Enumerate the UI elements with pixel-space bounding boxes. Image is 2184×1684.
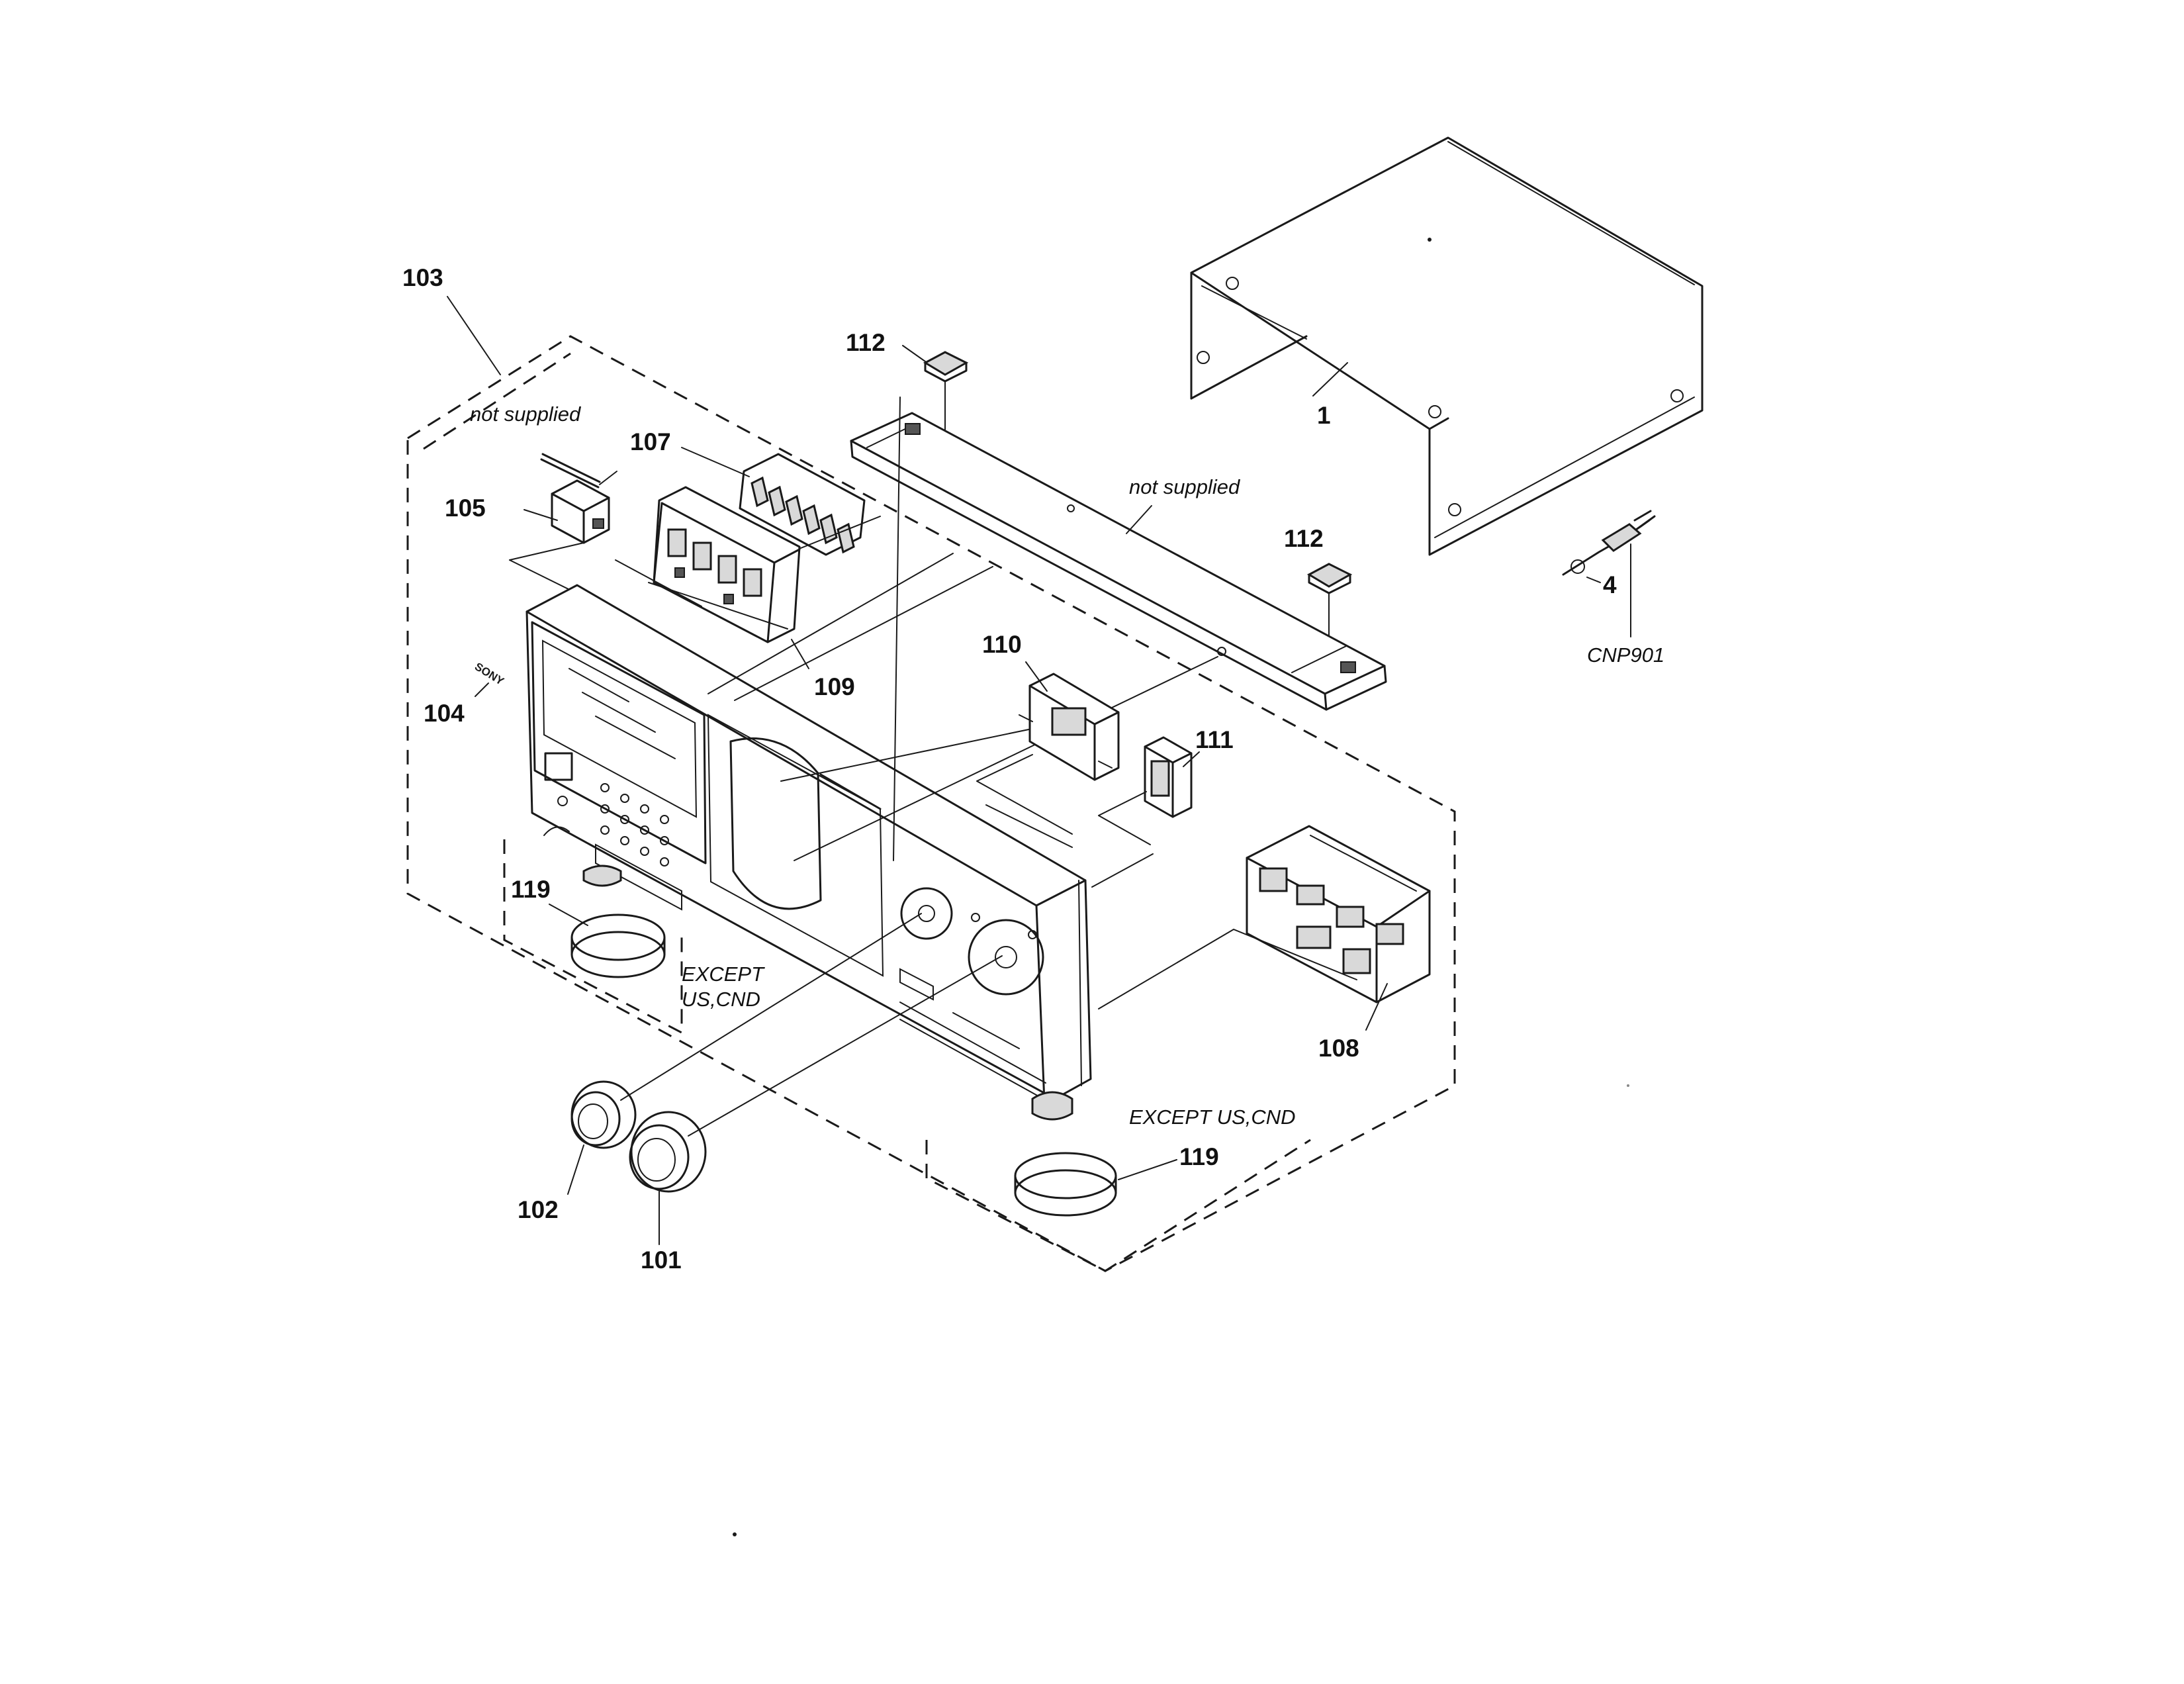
note-except-right: EXCEPT US,CND [1129, 1105, 1295, 1129]
front-bracket-not-supplied [850, 412, 1387, 711]
leader-line-119b [1118, 1159, 1177, 1180]
part-110-jack-holder [1019, 673, 1120, 781]
part-101-knob-large [629, 1111, 707, 1193]
leader-line-108 [1365, 983, 1388, 1031]
label-105: 105 [445, 494, 486, 522]
note-not-supplied-2: not supplied [1129, 475, 1241, 498]
label-109: 109 [814, 673, 855, 700]
part-108-circuit-board [1246, 825, 1431, 1004]
note-except-left-line2: US,CND [682, 988, 760, 1011]
front-panel [525, 584, 1092, 1121]
part-105-switch-block [540, 453, 617, 544]
leader-line-112a [902, 345, 926, 362]
leader-line-105 [523, 509, 558, 521]
leader-line-102 [567, 1145, 584, 1195]
part-112-cushion-right [1306, 563, 1353, 594]
except-region-left-outline [503, 839, 683, 1035]
leader-line-111 [1183, 751, 1200, 767]
label-119a: 119 [511, 876, 551, 903]
part-119-foot-ring-right [1014, 1152, 1117, 1217]
part-109-switch-holder [653, 486, 801, 643]
label-103: 103 [402, 264, 443, 291]
leader-line-119a [549, 904, 588, 926]
logo-sony: SONY [473, 660, 506, 688]
label-4: 4 [1603, 571, 1617, 598]
leader-line-not-supplied-2 [1126, 505, 1152, 534]
label-112b: 112 [1284, 525, 1324, 552]
label-119b: 119 [1179, 1143, 1219, 1170]
part-1-cover-case [1190, 136, 1704, 556]
except-region-right-outline [925, 1139, 1311, 1272]
note-except-left-line1: EXCEPT [682, 962, 765, 986]
part-104-logo-badge: SONY [473, 660, 506, 688]
label-104: 104 [424, 700, 465, 727]
leader-line-104 [475, 682, 489, 697]
label-101: 101 [641, 1246, 682, 1274]
leader-line-103 [447, 296, 501, 375]
label-cnp901: CNP901 [1587, 643, 1664, 667]
part-119-foot-ring-left [570, 913, 666, 978]
part-111-jack-holder [1144, 736, 1193, 818]
leader-line-110 [1025, 661, 1048, 692]
front-panel-keypad [600, 783, 669, 866]
leader-line-1 [1312, 362, 1348, 397]
label-107: 107 [630, 428, 671, 455]
note-not-supplied-1: not supplied [470, 402, 582, 426]
label-102: 102 [518, 1196, 559, 1223]
label-108: 108 [1318, 1035, 1359, 1062]
leader-line-107 [681, 447, 750, 477]
part-102-knob-small [570, 1080, 637, 1149]
part-107-button-row [739, 453, 866, 556]
part-112-cushion-top [923, 351, 969, 383]
part-4-power-cord [1562, 510, 1656, 576]
assembly-103-outline [406, 335, 1456, 1272]
leader-line-4 [1586, 577, 1601, 583]
label-110: 110 [982, 631, 1022, 658]
label-111: 111 [1195, 726, 1234, 753]
label-1: 1 [1317, 402, 1331, 429]
label-112a: 112 [846, 329, 886, 356]
